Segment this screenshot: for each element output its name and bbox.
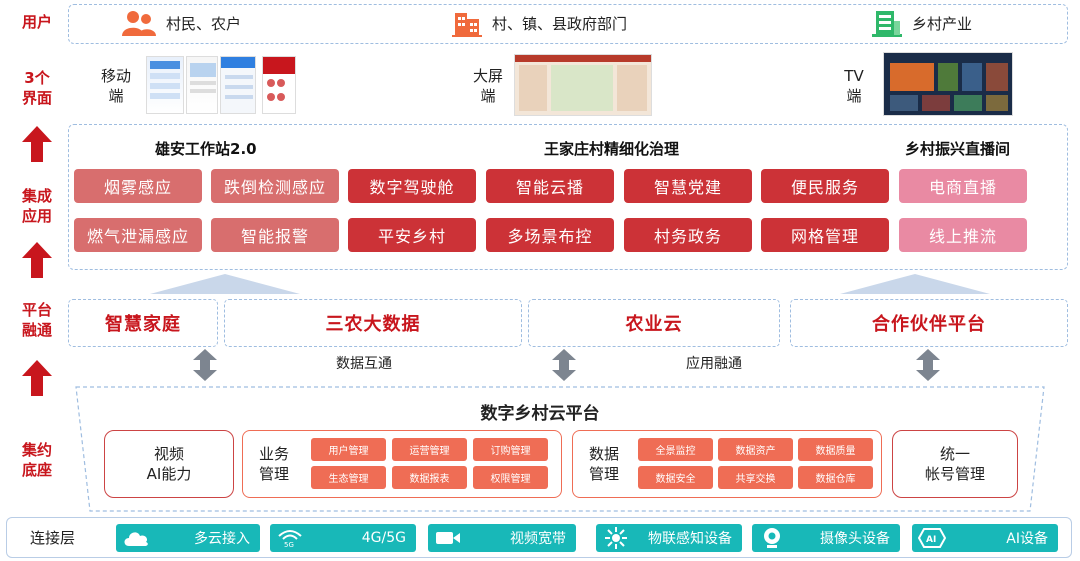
ai-chip-icon: AI (912, 528, 952, 548)
up-arrow-icon (22, 242, 52, 278)
link-label-data: 数据互通 (336, 356, 392, 372)
platform-smart-home[interactable]: 智慧家庭 (68, 299, 218, 347)
app-button[interactable]: 烟雾感应 (74, 169, 202, 203)
iot-icon (596, 526, 636, 550)
platform-partners[interactable]: 合作伙伴平台 (790, 299, 1068, 347)
mobile-screenshot (146, 56, 184, 114)
platform-agri-bigdata[interactable]: 三农大数据 (224, 299, 522, 347)
industry-icon (872, 11, 902, 37)
account-label: 统一 帐号管理 (924, 445, 985, 483)
data-tile[interactable]: 数据质量 (798, 438, 873, 461)
conn-multicloud[interactable]: 多云接入 (116, 524, 260, 552)
camera-icon (752, 527, 792, 549)
account-box[interactable] (892, 430, 1018, 498)
app-button[interactable]: 平安乡村 (348, 218, 476, 252)
user-villagers: 村民、农户 (122, 8, 241, 38)
video-ai-box[interactable] (104, 430, 234, 498)
app-button[interactable]: 线上推流 (899, 218, 1027, 252)
mobile-interface-label: 移动 端 (100, 67, 131, 105)
data-tile[interactable]: 数据资产 (718, 438, 793, 461)
conn-camera[interactable]: 摄像头设备 (752, 524, 900, 552)
side-label-platform: 平台 融通 (21, 301, 52, 339)
data-tile[interactable]: 数据仓库 (798, 466, 873, 489)
tv-screenshot (883, 52, 1013, 116)
wifi-5g-icon: 5G (270, 528, 310, 548)
biz-tile[interactable]: 生态管理 (311, 466, 386, 489)
app-button[interactable]: 跌倒检测感应 (211, 169, 339, 203)
data-tile[interactable]: 共享交换 (718, 466, 793, 489)
double-arrow-icon (552, 349, 576, 381)
biz-tile[interactable]: 运营管理 (392, 438, 467, 461)
biz-mgmt-label: 业务 管理 (258, 445, 289, 483)
app-button[interactable]: 数字驾驶舱 (348, 169, 476, 203)
side-label-base: 集约 底座 (21, 441, 52, 479)
biz-tile[interactable]: 订购管理 (473, 438, 548, 461)
data-mgmt-label: 数据 管理 (588, 445, 619, 483)
app-button[interactable]: 燃气泄漏感应 (74, 218, 202, 252)
app-button[interactable]: 便民服务 (761, 169, 889, 203)
bigscreen-interface-label: 大屏 端 (472, 67, 503, 105)
app-button[interactable]: 网格管理 (761, 218, 889, 252)
tv-interface-label: TV 端 (844, 67, 864, 105)
users-panel (68, 4, 1068, 44)
biz-tile[interactable]: 用户管理 (311, 438, 386, 461)
app-button[interactable]: 村务政务 (624, 218, 752, 252)
mobile-screenshot (220, 56, 256, 114)
up-arrow-icon (22, 126, 52, 162)
video-ai-label: 视频 AI能力 (146, 445, 192, 483)
user-industry: 乡村产业 (872, 8, 972, 38)
user-government: 村、镇、县政府部门 (452, 8, 627, 38)
app-button[interactable]: 智能报警 (211, 218, 339, 252)
double-arrow-icon (916, 349, 940, 381)
app-group-title: 王家庄村精细化治理 (544, 140, 680, 158)
app-button[interactable]: 电商直播 (899, 169, 1027, 203)
bigscreen-screenshot (514, 54, 652, 116)
user-label: 村民、农户 (166, 14, 242, 33)
double-arrow-icon (193, 349, 217, 381)
app-button[interactable]: 智能云播 (486, 169, 614, 203)
connection-title: 连接层 (30, 529, 76, 547)
mobile-screenshot (262, 56, 296, 114)
connector-triangle (150, 274, 300, 294)
app-button[interactable]: 智慧党建 (624, 169, 752, 203)
user-label: 乡村产业 (912, 14, 973, 33)
data-tile[interactable]: 数据安全 (638, 466, 713, 489)
user-label: 村、镇、县政府部门 (492, 14, 628, 33)
biz-tile[interactable]: 权限管理 (473, 466, 548, 489)
svg-text:5G: 5G (284, 541, 294, 548)
connector-triangle (840, 274, 990, 294)
conn-video-broadband[interactable]: 视频宽带 (428, 524, 576, 552)
base-title: 数字乡村云平台 (480, 404, 600, 424)
link-label-app: 应用融通 (686, 356, 742, 372)
data-tile[interactable]: 全景监控 (638, 438, 713, 461)
side-label-integrated: 集成 应用 (21, 187, 52, 225)
building-icon (452, 13, 482, 37)
conn-ai-device[interactable]: AI AI设备 (912, 524, 1058, 552)
people-icon (122, 11, 156, 36)
platform-agri-cloud[interactable]: 农业云 (528, 299, 780, 347)
app-group-title: 雄安工作站2.0 (155, 140, 257, 158)
conn-4g5g[interactable]: 5G 4G/5G (270, 524, 416, 552)
biz-tile[interactable]: 数据报表 (392, 466, 467, 489)
side-label-users: 用户 (21, 13, 52, 31)
up-arrow-icon (22, 360, 52, 396)
svg-text:AI: AI (926, 535, 936, 545)
mobile-screenshot (186, 56, 218, 114)
side-label-interfaces: 3个 界面 (21, 69, 52, 107)
cloud-icon (116, 530, 156, 546)
app-button[interactable]: 多场景布控 (486, 218, 614, 252)
video-camera-icon (428, 530, 468, 546)
app-group-title: 乡村振兴直播间 (905, 140, 1011, 158)
conn-iot[interactable]: 物联感知设备 (596, 524, 742, 552)
